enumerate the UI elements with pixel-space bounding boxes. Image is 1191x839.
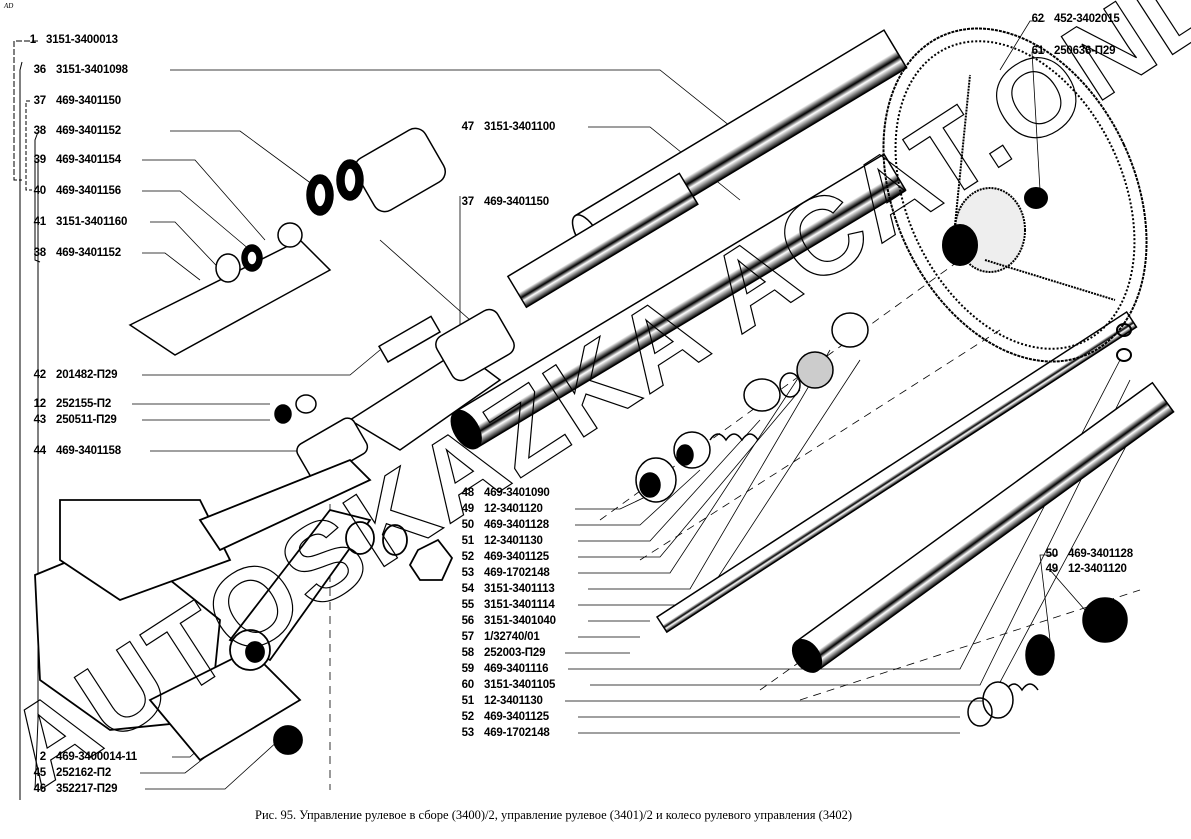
leader-lines-middle (565, 349, 1141, 734)
figure-caption: Рис. 95. Управление рулевое в сборе (340… (255, 808, 853, 822)
steering-gear-box (34, 458, 454, 762)
leader-lines (132, 69, 761, 790)
group-bracket-lines (13, 40, 41, 800)
leader-lines-right (999, 20, 1086, 641)
yoke-and-bolt (274, 308, 515, 481)
small-parts (635, 312, 1128, 727)
universal-joint-parts (128, 127, 446, 356)
long-shafts (655, 310, 1175, 673)
corner-mark: AD (4, 2, 14, 10)
steering-column-tubes (450, 29, 908, 450)
steering-wheel (882, 27, 1148, 363)
